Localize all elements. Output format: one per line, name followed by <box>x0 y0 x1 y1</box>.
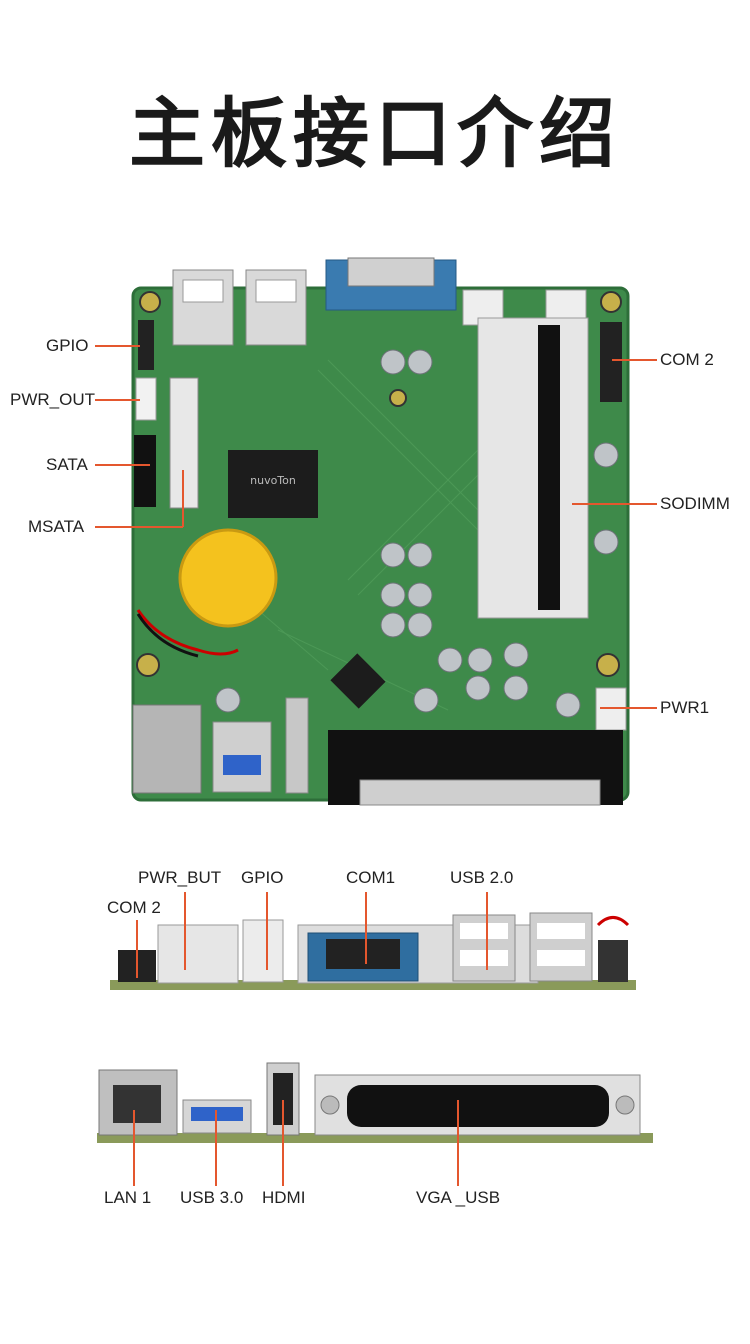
label-pwr1: PWR1 <box>660 698 710 717</box>
label-msata: MSATA <box>28 517 85 536</box>
side2-leader-usb30 <box>215 1110 217 1186</box>
side-view-1-image <box>110 912 636 990</box>
leader-line-gpio <box>95 345 140 347</box>
side2-leader-vga-usb <box>457 1100 459 1186</box>
label-sata: SATA <box>46 455 88 474</box>
label-gpio: GPIO <box>46 336 89 355</box>
side2-label-usb30: USB 3.0 <box>180 1188 244 1207</box>
leader-line-msata-h <box>95 526 183 528</box>
leader-line-msata-v <box>182 470 184 527</box>
side-view-2-image <box>97 1062 653 1143</box>
side1-leader-com1 <box>365 892 367 964</box>
side1-leader-gpio <box>266 892 268 970</box>
side1-leader-pwr-but <box>184 892 186 970</box>
label-pwr-out: PWR_OUT <box>10 390 95 409</box>
side2-label-hdmi: HDMI <box>262 1188 306 1207</box>
side1-label-pwr-but: PWR_BUT <box>138 868 222 887</box>
motherboard-image: nuvoTon <box>131 257 630 806</box>
leader-line-sodimm <box>572 503 657 505</box>
side1-label-usb20: USB 2.0 <box>450 868 514 887</box>
label-com2: COM 2 <box>660 350 714 369</box>
label-sodimm: SODIMM <box>660 494 730 513</box>
side1-label-com2: COM 2 <box>107 898 161 917</box>
side1-label-gpio: GPIO <box>241 868 284 887</box>
leader-line-pwr1 <box>600 707 657 709</box>
leader-line-sata <box>95 464 150 466</box>
leader-line-pwr-out <box>95 399 140 401</box>
chip-text: nuvoTon <box>250 474 296 487</box>
page-title: 主板接口介绍 <box>129 89 621 178</box>
side2-label-vga-usb: VGA _USB <box>416 1188 501 1207</box>
side2-leader-hdmi <box>282 1100 284 1186</box>
side2-leader-lan1 <box>133 1110 135 1186</box>
side1-label-com1: COM1 <box>346 868 396 887</box>
leader-line-com2 <box>612 359 657 361</box>
side2-label-lan1: LAN 1 <box>104 1188 152 1207</box>
side1-leader-com2 <box>136 920 138 978</box>
side1-leader-usb20 <box>486 892 488 970</box>
